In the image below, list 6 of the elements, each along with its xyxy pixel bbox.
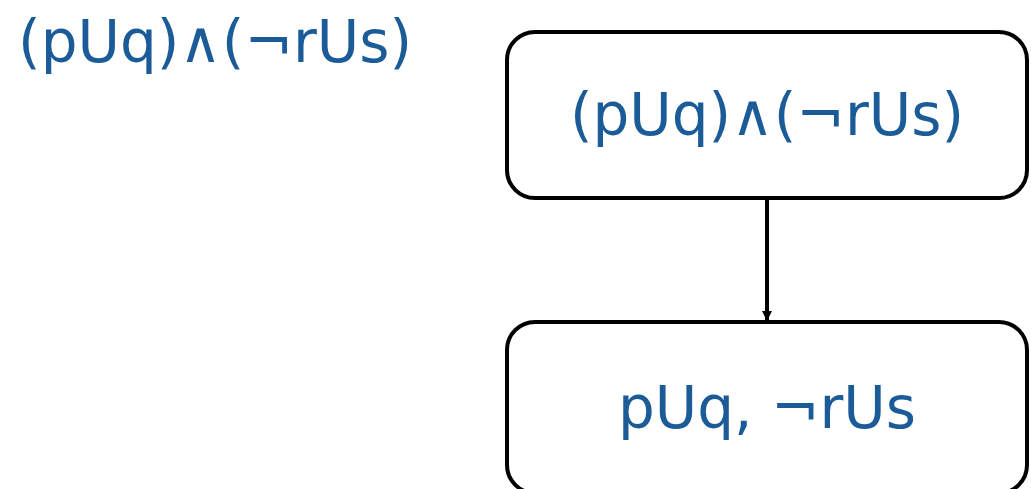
- node-text: pUq, ¬rUs: [617, 373, 917, 442]
- arrow: [762, 200, 772, 321]
- rounded-box: [505, 320, 1029, 489]
- rounded-box: [505, 30, 1029, 200]
- node-text: (pUq)∧(¬rUs): [569, 81, 965, 149]
- formula-label: (pUq)∧(¬rUs): [18, 8, 413, 76]
